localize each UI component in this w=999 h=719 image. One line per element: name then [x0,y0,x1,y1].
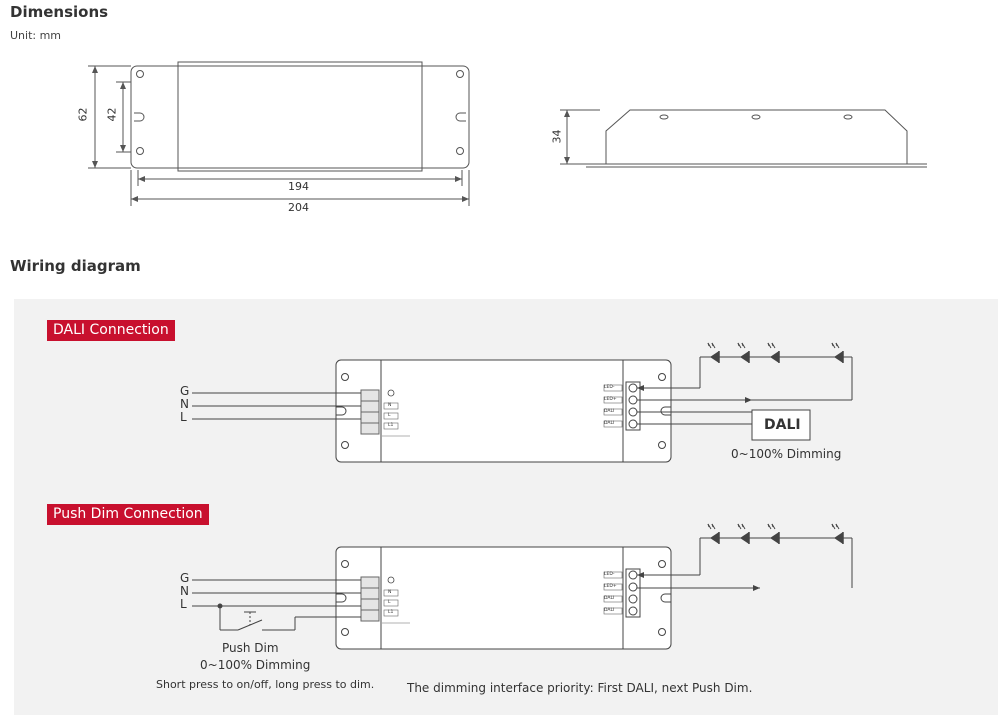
pushdim-terminal-dali-2: DALI [604,608,615,613]
dim-height-inner: 42 [105,107,119,122]
wiring-title: Wiring diagram [10,257,141,275]
pushdim-note: Short press to on/off, long press to dim… [156,678,375,691]
pushdim-input-g: G [180,571,190,585]
dali-terminal-led-minus: LED- [604,385,615,390]
dim-length-outer: 204 [288,201,309,214]
dali-terminal-led-plus: LED+ [604,397,617,402]
dali-input-l: L [180,410,187,424]
pushdim-terminal-led-minus: LED- [604,572,615,577]
pushdim-terminal-led-plus: LED+ [604,584,617,589]
pushdim-terminal-dali-1: DALI [604,596,615,601]
priority-note: The dimming interface priority: First DA… [407,681,753,695]
dali-dimming-caption: 0~100% Dimming [731,447,842,461]
dali-input-terminal-l1: L1 [388,423,394,428]
dim-height-outer: 62 [76,107,90,122]
dali-terminal-dali-2: DALI [604,421,615,426]
pushdim-input-terminal-n: N [388,590,392,595]
pushdim-input-terminal-l1: L1 [388,610,394,615]
dali-terminal-dali-1: DALI [604,409,615,414]
unit-label: Unit: mm [10,29,62,42]
pushdim-input-n: N [180,584,189,598]
dali-controller-label: DALI [764,417,801,433]
dim-side-height: 34 [550,129,564,144]
pushdim-switch-label: Push Dim [222,641,279,655]
dimensions-title: Dimensions [10,3,109,21]
dali-input-terminal-l: L [388,413,391,418]
dim-length-inner: 194 [288,180,309,193]
driver-top-outline [130,65,470,169]
pushdim-connection-tag: Push Dim Connection [47,504,209,525]
dali-connection-tag: DALI Connection [47,320,175,341]
dali-input-g: G [180,384,190,398]
pushdim-input-terminal-l: L [388,600,391,605]
dali-input-n: N [180,397,189,411]
dali-input-terminal-n: N [388,403,392,408]
driver-side-outline [605,109,908,164]
pushdim-input-l: L [180,597,187,611]
pushdim-dimming-caption: 0~100% Dimming [200,658,311,672]
